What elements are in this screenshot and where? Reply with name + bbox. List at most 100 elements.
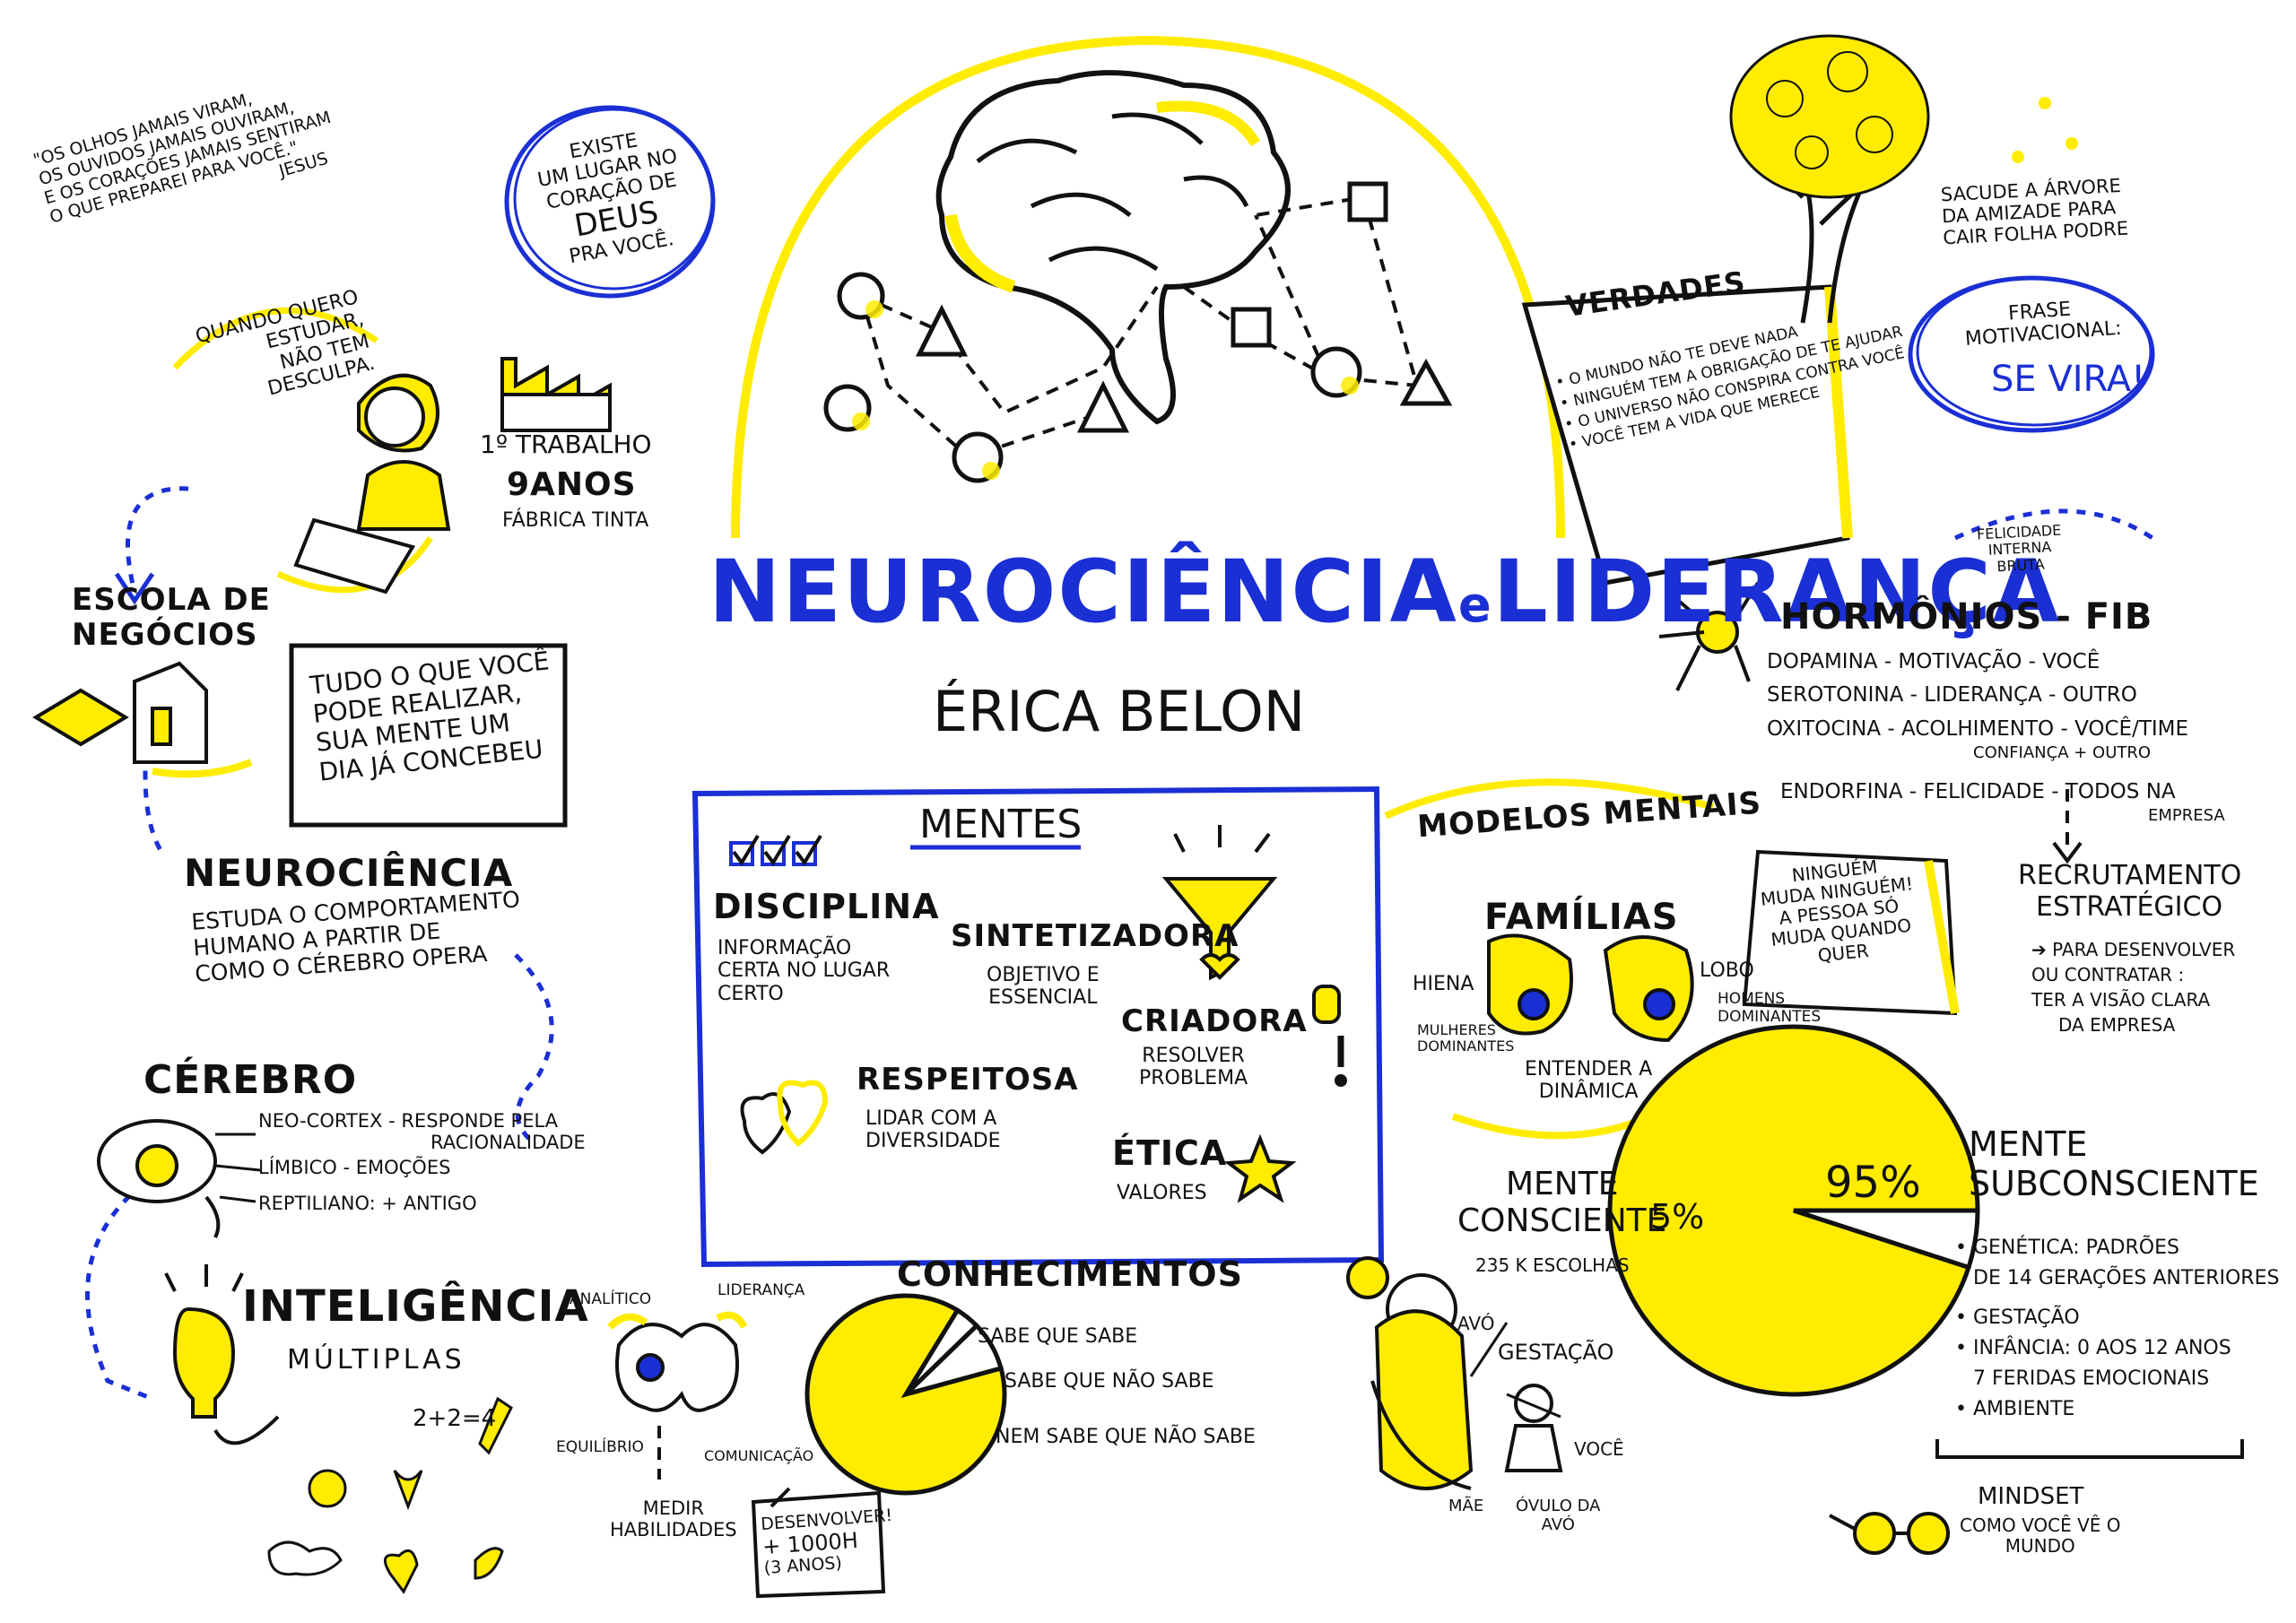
hormonio-row: DOPAMINA - MOTIVAÇÃO - VOCÊ [1767, 650, 2100, 673]
escolhas-label: 235 K ESCOLHAS [1475, 1254, 1630, 1276]
mente-subconsciente-label: MENTE SUBCONSCIENTE [1969, 1124, 2259, 1203]
cerebro-item: NEO-CORTEX - RESPONDE PELA [258, 1110, 559, 1132]
hormonio-row: EMPRESA [2148, 806, 2225, 825]
small-brain-icon [97, 1119, 221, 1238]
mente-subconsciente-line: SUBCONSCIENTE [1969, 1163, 2259, 1203]
hearts-icon [740, 1080, 829, 1155]
familias-title: FAMÍLIAS [1484, 897, 1679, 938]
entender-line: DINÂMICA [1538, 1081, 1639, 1104]
hormonio-row: ENDORFINA - FELICIDADE - TODOS NA [1780, 780, 2176, 803]
author-name: ÉRICA BELON [933, 679, 1306, 744]
mente-consciente-label: MENTE CONSCIENTE [1457, 1166, 1666, 1240]
homens-label: HOMENS DOMINANTES [1718, 990, 1822, 1026]
criadora-line: RESOLVER [1142, 1045, 1245, 1067]
pie-slice [804, 1293, 1007, 1496]
hyena-wolf-icon [1487, 933, 1694, 1043]
factory-icon [500, 357, 612, 432]
inteligencia-formula: 2+2=4 [413, 1405, 497, 1432]
sintetizadora-title: SINTETIZADORA [951, 918, 1239, 954]
recrutamento-title: RECRUTAMENTO ESTRATÉGICO [2018, 860, 2241, 923]
tree-icon [1729, 34, 2078, 324]
measure-line: MEDIR [642, 1497, 704, 1519]
sintetizadora-line: OBJETIVO E [987, 964, 1100, 986]
star-icon [1223, 1133, 1297, 1203]
hiena-label: HIENA [1413, 973, 1474, 995]
skills-brain-icon [607, 1311, 748, 1412]
entender-label: ENTENDER A DINÂMICA [1525, 1058, 1652, 1104]
disciplina-line: CERTA NO LUGAR [718, 959, 891, 983]
first-job-line2: 9ANOS [507, 466, 637, 503]
mindset-title: MINDSET [1978, 1483, 2084, 1510]
hormonios-title: HORMÔNIOS - FIB [1780, 596, 2153, 638]
first-job-line1: 1º TRABALHO [480, 430, 652, 459]
glasses-icon [1829, 1512, 1950, 1555]
disciplina-title: DISCIPLINA [713, 887, 940, 926]
mindset-line: MUNDO [2005, 1535, 2075, 1557]
skill-lideranca: LIDERANÇA [718, 1281, 805, 1299]
mother-baby-icon [1346, 1256, 1563, 1490]
homens-line: DOMINANTES [1718, 1007, 1822, 1026]
knowledge-label: SABE QUE SABE [978, 1325, 1138, 1348]
circle-note: EXISTE UM LUGAR NO CORAÇÃO DE DEUS PRA V… [526, 122, 699, 273]
sub-item: • GENÉTICA: PADRÕES [1955, 1237, 2179, 1259]
mente-consciente-line: MENTE [1505, 1166, 1619, 1202]
sub-item-text: INFÂNCIA: 0 AOS 12 ANOS [1972, 1337, 2231, 1360]
homens-line: HOMENS [1718, 990, 1786, 1008]
sub-item-text: DE 14 GERAÇÕES ANTERIORES [1973, 1267, 2280, 1290]
title-word-1: NEUROCIÊNCIA [709, 542, 1458, 642]
disciplina-text: INFORMAÇÃO CERTA NO LUGAR CERTO [718, 937, 890, 1005]
skill-analitico: ANALÍTICO [570, 1290, 652, 1308]
sintetizadora-line: ESSENCIAL [988, 986, 1098, 1010]
mae-label: MÃE [1448, 1497, 1484, 1515]
funnel-icon [1161, 825, 1278, 981]
neuro-title: NEUROCIÊNCIA [184, 851, 514, 895]
knowledge-label: SABE QUE NÃO SABE [1004, 1370, 1214, 1393]
school-label: ESCOLA DE NEGÓCIOS [72, 582, 271, 653]
pie-slice-label: 5% [1650, 1197, 1704, 1237]
hormonio-row: SEROTONINA - LIDERANÇA - OUTRO [1767, 683, 2137, 707]
criadora-title: CRIADORA [1121, 1003, 1308, 1039]
disciplina-line: INFORMAÇÃO [718, 937, 852, 959]
skill-equilibrio: EQUILÍBRIO [556, 1438, 644, 1456]
recrutamento-line: TER A VISÃO CLARA [2031, 989, 2211, 1011]
respeitosa-title: RESPEITOSA [857, 1062, 1079, 1098]
sub-item-text: 7 FERIDAS EMOCIONAIS [1973, 1367, 2210, 1391]
tree-text: SACUDE A ÁRVORE DA AMIZADE PARA CAIR FOL… [1940, 175, 2128, 249]
checkbox-icons [729, 834, 822, 866]
recrutamento-title-line: ESTRATÉGICO [2036, 890, 2223, 923]
school-line: ESCOLA DE [72, 582, 271, 618]
multiple-intelligence-icons [267, 1396, 513, 1594]
fib-label: FELICIDADE INTERNA BRUTA [1977, 522, 2064, 577]
first-job-line3: FÁBRICA TINTA [502, 509, 649, 532]
criadora-text: RESOLVER PROBLEMA [1139, 1045, 1248, 1090]
mindset-line: COMO VOCÊ VÊ O [1960, 1515, 2121, 1536]
ovulo-line: AVÓ [1541, 1515, 1575, 1534]
entender-line: ENTENDER A [1525, 1058, 1653, 1081]
respeitosa-text: LIDAR COM A DIVERSIDADE [865, 1107, 1001, 1153]
etica-title: ÉTICA [1112, 1133, 1228, 1173]
school-icon [32, 661, 253, 778]
ovulo-line: ÓVULO DA [1516, 1497, 1601, 1515]
mente-subconsciente-line: MENTE [1969, 1124, 2088, 1164]
inteligencia-title: INTELIGÊNCIA [242, 1281, 589, 1332]
mentes-title: MENTES [919, 802, 1083, 847]
sub-item-text: GENÉTICA: PADRÕES [1972, 1237, 2179, 1259]
respeitosa-line: LIDAR COM A [865, 1107, 997, 1130]
cerebro-item: REPTILIANO: + ANTIGO [258, 1193, 477, 1214]
voce-label: VOCÊ [1574, 1438, 1624, 1460]
mulheres-label: MULHERES DOMINANTES [1417, 1021, 1515, 1055]
hormonio-row: OXITOCINA - ACOLHIMENTO - VOCÊ/TIME [1767, 717, 2189, 741]
mulheres-line: DOMINANTES [1417, 1037, 1515, 1055]
cerebro-item: RACIONALIDADE [430, 1132, 586, 1153]
intelligence-bulb-icon [164, 1264, 244, 1419]
lightbulb-icon [1312, 985, 1347, 1087]
title-connector: e [1457, 577, 1493, 633]
sub-item: • GESTAÇÃO [1955, 1306, 2080, 1330]
recrutamento-line: DA EMPRESA [2058, 1014, 2176, 1036]
respeitosa-line: DIVERSIDADE [865, 1130, 1001, 1153]
disciplina-line: CERTO [718, 982, 784, 1005]
pie-slice [1793, 1208, 1980, 1271]
develop-note: DESENVOLVER! + 1000H (3 ANOS) [761, 1506, 896, 1579]
